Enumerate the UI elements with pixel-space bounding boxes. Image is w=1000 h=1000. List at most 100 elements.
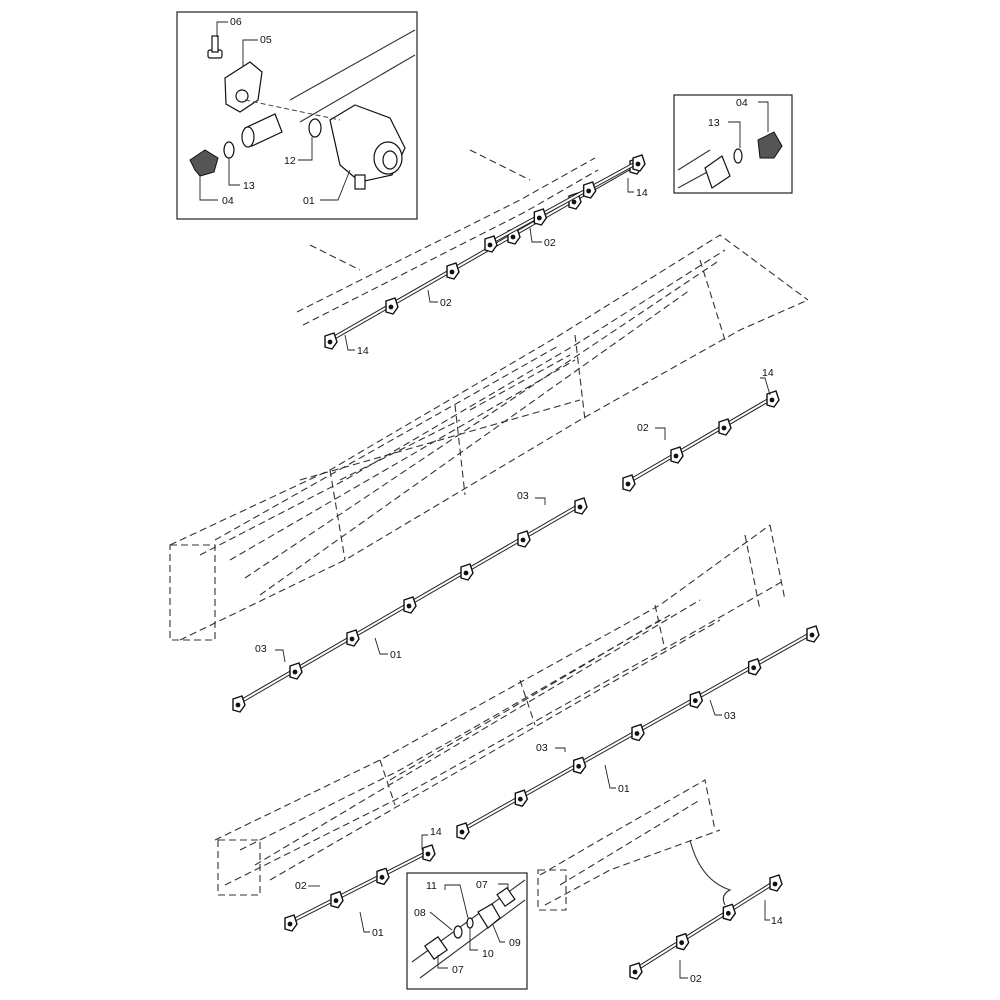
nozzle-body bbox=[629, 962, 643, 980]
callout-14: 14 bbox=[771, 915, 783, 927]
callout-02: 02 bbox=[295, 880, 307, 892]
nozzle-body bbox=[456, 822, 470, 840]
callout-02: 02 bbox=[690, 973, 702, 985]
sleeve-part bbox=[424, 936, 448, 960]
callout-01: 01 bbox=[303, 195, 315, 207]
o-ring-part bbox=[308, 118, 322, 138]
nozzle-body bbox=[289, 662, 303, 680]
callout-05: 05 bbox=[260, 34, 272, 46]
nozzle-body bbox=[517, 530, 531, 548]
adapter-part bbox=[496, 886, 516, 908]
spray-pipe-assembly bbox=[456, 625, 820, 840]
callout-01: 01 bbox=[372, 927, 384, 939]
nozzle-body bbox=[766, 390, 780, 408]
o-ring-part bbox=[466, 917, 474, 929]
breakaway-arm bbox=[689, 839, 732, 906]
pipe-tube-highlight bbox=[289, 851, 429, 923]
nozzle-body bbox=[346, 629, 360, 647]
callout-03: 03 bbox=[517, 490, 529, 502]
nozzle-body bbox=[533, 208, 548, 226]
callout-11: 11 bbox=[426, 880, 437, 892]
nozzle-body bbox=[385, 297, 399, 315]
callout-01: 01 bbox=[618, 783, 630, 795]
nozzle-body bbox=[403, 596, 417, 614]
nozzle-body bbox=[632, 154, 646, 172]
callout-14: 14 bbox=[762, 367, 774, 379]
nozzle-body bbox=[446, 262, 460, 280]
callout-09: 09 bbox=[509, 937, 521, 949]
middle-boom-section bbox=[214, 524, 786, 896]
inset-cap-detail bbox=[673, 94, 793, 194]
callout-14: 14 bbox=[636, 187, 648, 199]
callout-08: 08 bbox=[414, 907, 426, 919]
nozzle-body bbox=[582, 181, 597, 199]
nozzle-body bbox=[460, 563, 474, 581]
tee-fitting-part bbox=[477, 903, 501, 929]
sleeve-part bbox=[241, 113, 283, 148]
upper-boom-section bbox=[169, 234, 809, 641]
pipe-tube-highlight bbox=[634, 881, 776, 971]
nozzle-body bbox=[718, 418, 732, 436]
callout-leaders bbox=[275, 178, 771, 979]
spray-pipe-assembly bbox=[484, 154, 646, 253]
nozzle-body bbox=[324, 332, 338, 350]
inset-nozzle-body-detail bbox=[176, 11, 418, 220]
spray-pipes bbox=[232, 154, 820, 980]
nozzle-body bbox=[631, 723, 645, 742]
callout-04: 04 bbox=[736, 97, 748, 109]
nozzle-body bbox=[572, 756, 587, 775]
callout-labels: 06 05 12 13 04 01 04 13 11 07 08 10 09 0… bbox=[222, 16, 783, 985]
callout-10: 10 bbox=[482, 948, 494, 960]
spray-pipe-assembly bbox=[629, 874, 783, 980]
outer-boom-frame bbox=[296, 149, 599, 326]
inset-tee-fitting-detail bbox=[406, 872, 528, 990]
callout-03: 03 bbox=[536, 742, 548, 754]
nozzle-body bbox=[675, 932, 690, 951]
spray-pipe-assembly bbox=[622, 390, 780, 492]
callout-04: 04 bbox=[222, 195, 234, 207]
pipe-tube-highlight bbox=[489, 161, 639, 244]
nozzle-body bbox=[769, 874, 783, 892]
spray-pipe-assembly bbox=[232, 497, 588, 713]
nozzle-body bbox=[232, 695, 246, 713]
nozzle-body bbox=[574, 497, 588, 515]
nozzle-body bbox=[722, 903, 737, 922]
callout-14: 14 bbox=[430, 826, 442, 838]
nozzle-body bbox=[670, 446, 684, 464]
callout-01: 01 bbox=[390, 649, 402, 661]
seal-ring-part bbox=[223, 141, 235, 159]
callout-02: 02 bbox=[544, 237, 556, 249]
callout-14: 14 bbox=[357, 345, 369, 357]
nozzle-body bbox=[689, 690, 704, 709]
pipe-tube-highlight bbox=[627, 397, 773, 483]
nozzle-body bbox=[622, 474, 636, 492]
seal-ring-part bbox=[453, 925, 463, 939]
callout-06: 06 bbox=[230, 16, 242, 28]
callout-12: 12 bbox=[284, 155, 296, 167]
nozzle-body bbox=[747, 657, 762, 676]
callout-02: 02 bbox=[637, 422, 649, 434]
nozzle-body bbox=[514, 789, 529, 807]
bolt-part bbox=[207, 35, 223, 59]
cap-part bbox=[189, 149, 219, 177]
cap-part bbox=[757, 131, 783, 159]
sleeve-part bbox=[704, 155, 731, 189]
callout-13: 13 bbox=[708, 117, 720, 129]
nozzle-body-part bbox=[329, 104, 406, 190]
callout-02: 02 bbox=[440, 297, 452, 309]
nozzle-body bbox=[484, 235, 498, 253]
nozzle-body bbox=[806, 625, 820, 643]
nozzle-body bbox=[284, 914, 298, 932]
callout-13: 13 bbox=[243, 180, 255, 192]
clamp-part bbox=[224, 61, 263, 113]
seal-ring-part bbox=[733, 148, 743, 164]
callout-07: 07 bbox=[452, 964, 464, 976]
nozzle-body bbox=[376, 867, 390, 886]
boom-tip-section bbox=[537, 779, 732, 911]
nozzle-body bbox=[422, 844, 436, 862]
callout-07: 07 bbox=[476, 879, 488, 891]
spray-pipe-assembly bbox=[284, 844, 436, 932]
callout-03: 03 bbox=[724, 710, 736, 722]
